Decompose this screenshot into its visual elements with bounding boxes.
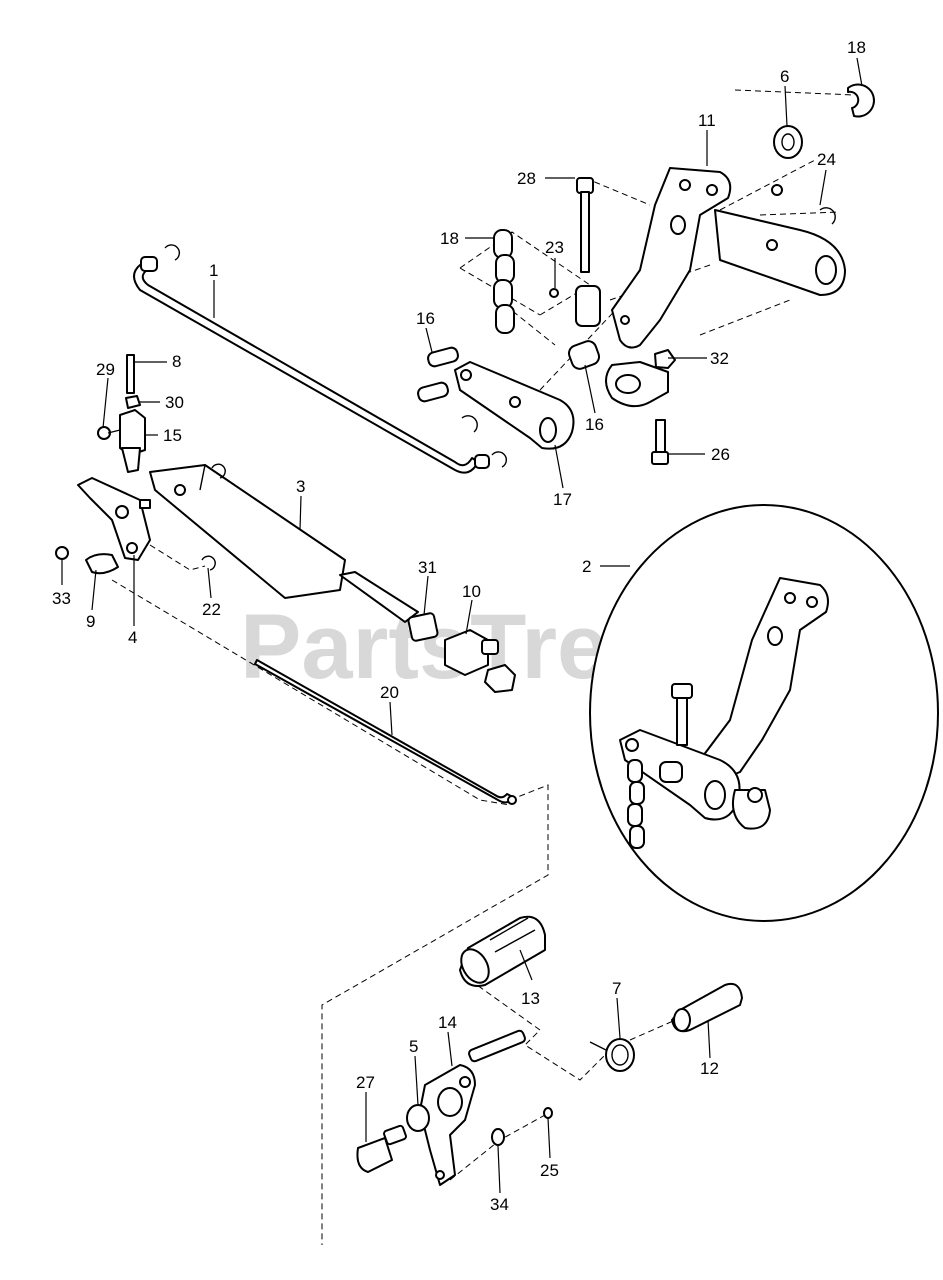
callout-32: 32 xyxy=(710,349,729,368)
part-18-chain xyxy=(417,229,559,433)
part-34-washer xyxy=(491,1128,505,1146)
callout-28: 28 xyxy=(517,169,536,188)
part-24-clip xyxy=(819,207,836,225)
callout-16: 16 xyxy=(416,309,435,328)
callout-14: 14 xyxy=(438,1013,457,1032)
part-7-spring xyxy=(589,1038,635,1072)
part-3-shaft xyxy=(149,463,419,623)
callout-8: 8 xyxy=(172,352,181,371)
callout-34: 34 xyxy=(490,1195,509,1214)
callout-20: 20 xyxy=(380,683,399,702)
callout-2: 2 xyxy=(582,557,591,576)
part-14-pedal-arm xyxy=(419,1029,526,1186)
callout-24: 24 xyxy=(817,150,836,169)
callout-7: 7 xyxy=(612,979,621,998)
part-20-rod xyxy=(254,659,517,805)
part-25-clip xyxy=(543,1107,553,1119)
leader-lines xyxy=(61,57,863,1194)
callout-labels: 18 6 11 24 28 18 23 16 16 32 26 17 1 8 2… xyxy=(52,38,866,1214)
callout-11: 11 xyxy=(698,111,716,130)
part-1-rod xyxy=(133,244,508,474)
callout-18: 18 xyxy=(847,38,866,57)
part-12-grip xyxy=(671,982,743,1033)
part-11-arm xyxy=(567,167,846,465)
callout-17: 17 xyxy=(553,490,572,509)
callout-5: 5 xyxy=(409,1037,418,1056)
callout-6: 6 xyxy=(780,67,789,86)
part-13-grip xyxy=(459,915,546,987)
part-15-bracket xyxy=(97,354,146,473)
callout-30: 30 xyxy=(165,393,184,412)
callout-25: 25 xyxy=(540,1161,559,1180)
callout-22: 22 xyxy=(202,600,221,619)
callout-33: 33 xyxy=(52,589,71,608)
callout-3: 3 xyxy=(296,477,305,496)
part-18-clip xyxy=(847,83,875,118)
callout-23: 23 xyxy=(545,238,564,257)
callout-12: 12 xyxy=(700,1059,719,1078)
callout-29: 29 xyxy=(96,360,115,379)
part-6-washer xyxy=(773,125,803,159)
part-5-bushing xyxy=(406,1104,430,1132)
callout-31: 31 xyxy=(418,558,437,577)
callout-9: 9 xyxy=(86,612,95,631)
callout-1: 1 xyxy=(209,261,218,280)
callout-10: 10 xyxy=(462,582,481,601)
callout-13: 13 xyxy=(521,989,540,1008)
part-27-bolt xyxy=(356,1124,407,1173)
callout-4: 4 xyxy=(128,628,137,647)
callout-27: 27 xyxy=(356,1073,375,1092)
inset-assembly-2 xyxy=(589,504,939,922)
part-10-31-bushings xyxy=(407,612,516,693)
callout-26: 26 xyxy=(711,445,730,464)
part-4-bracket xyxy=(55,477,216,575)
callout-18-chain: 18 xyxy=(440,229,459,248)
callout-15: 15 xyxy=(163,426,182,445)
part-17-lever xyxy=(454,361,575,450)
callout-16-second: 16 xyxy=(585,415,604,434)
